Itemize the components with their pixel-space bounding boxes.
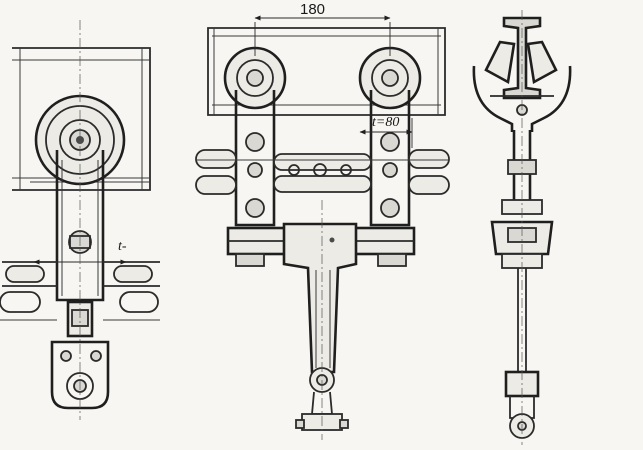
pitch-dimension-front: t=80 — [359, 115, 413, 148]
chain-links-left — [0, 261, 160, 321]
pitch-label-front: t=80 — [372, 115, 399, 130]
left-view-hanger: t- — [0, 20, 160, 420]
middle-view-carriage: 180 t=80 — [195, 1, 450, 440]
roller-fork-right — [472, 40, 572, 132]
spacing-label: 180 — [300, 1, 325, 18]
right-view-side — [472, 10, 572, 445]
hanger-middle-left — [223, 46, 287, 227]
hanger-middle-right — [358, 46, 422, 227]
rail-profile-right — [502, 16, 542, 100]
pendant-arm-middle — [282, 222, 358, 431]
pitch-label-side: t- — [118, 239, 127, 254]
spacing-dimension: 180 — [254, 1, 391, 56]
chain-links-middle — [195, 149, 450, 195]
